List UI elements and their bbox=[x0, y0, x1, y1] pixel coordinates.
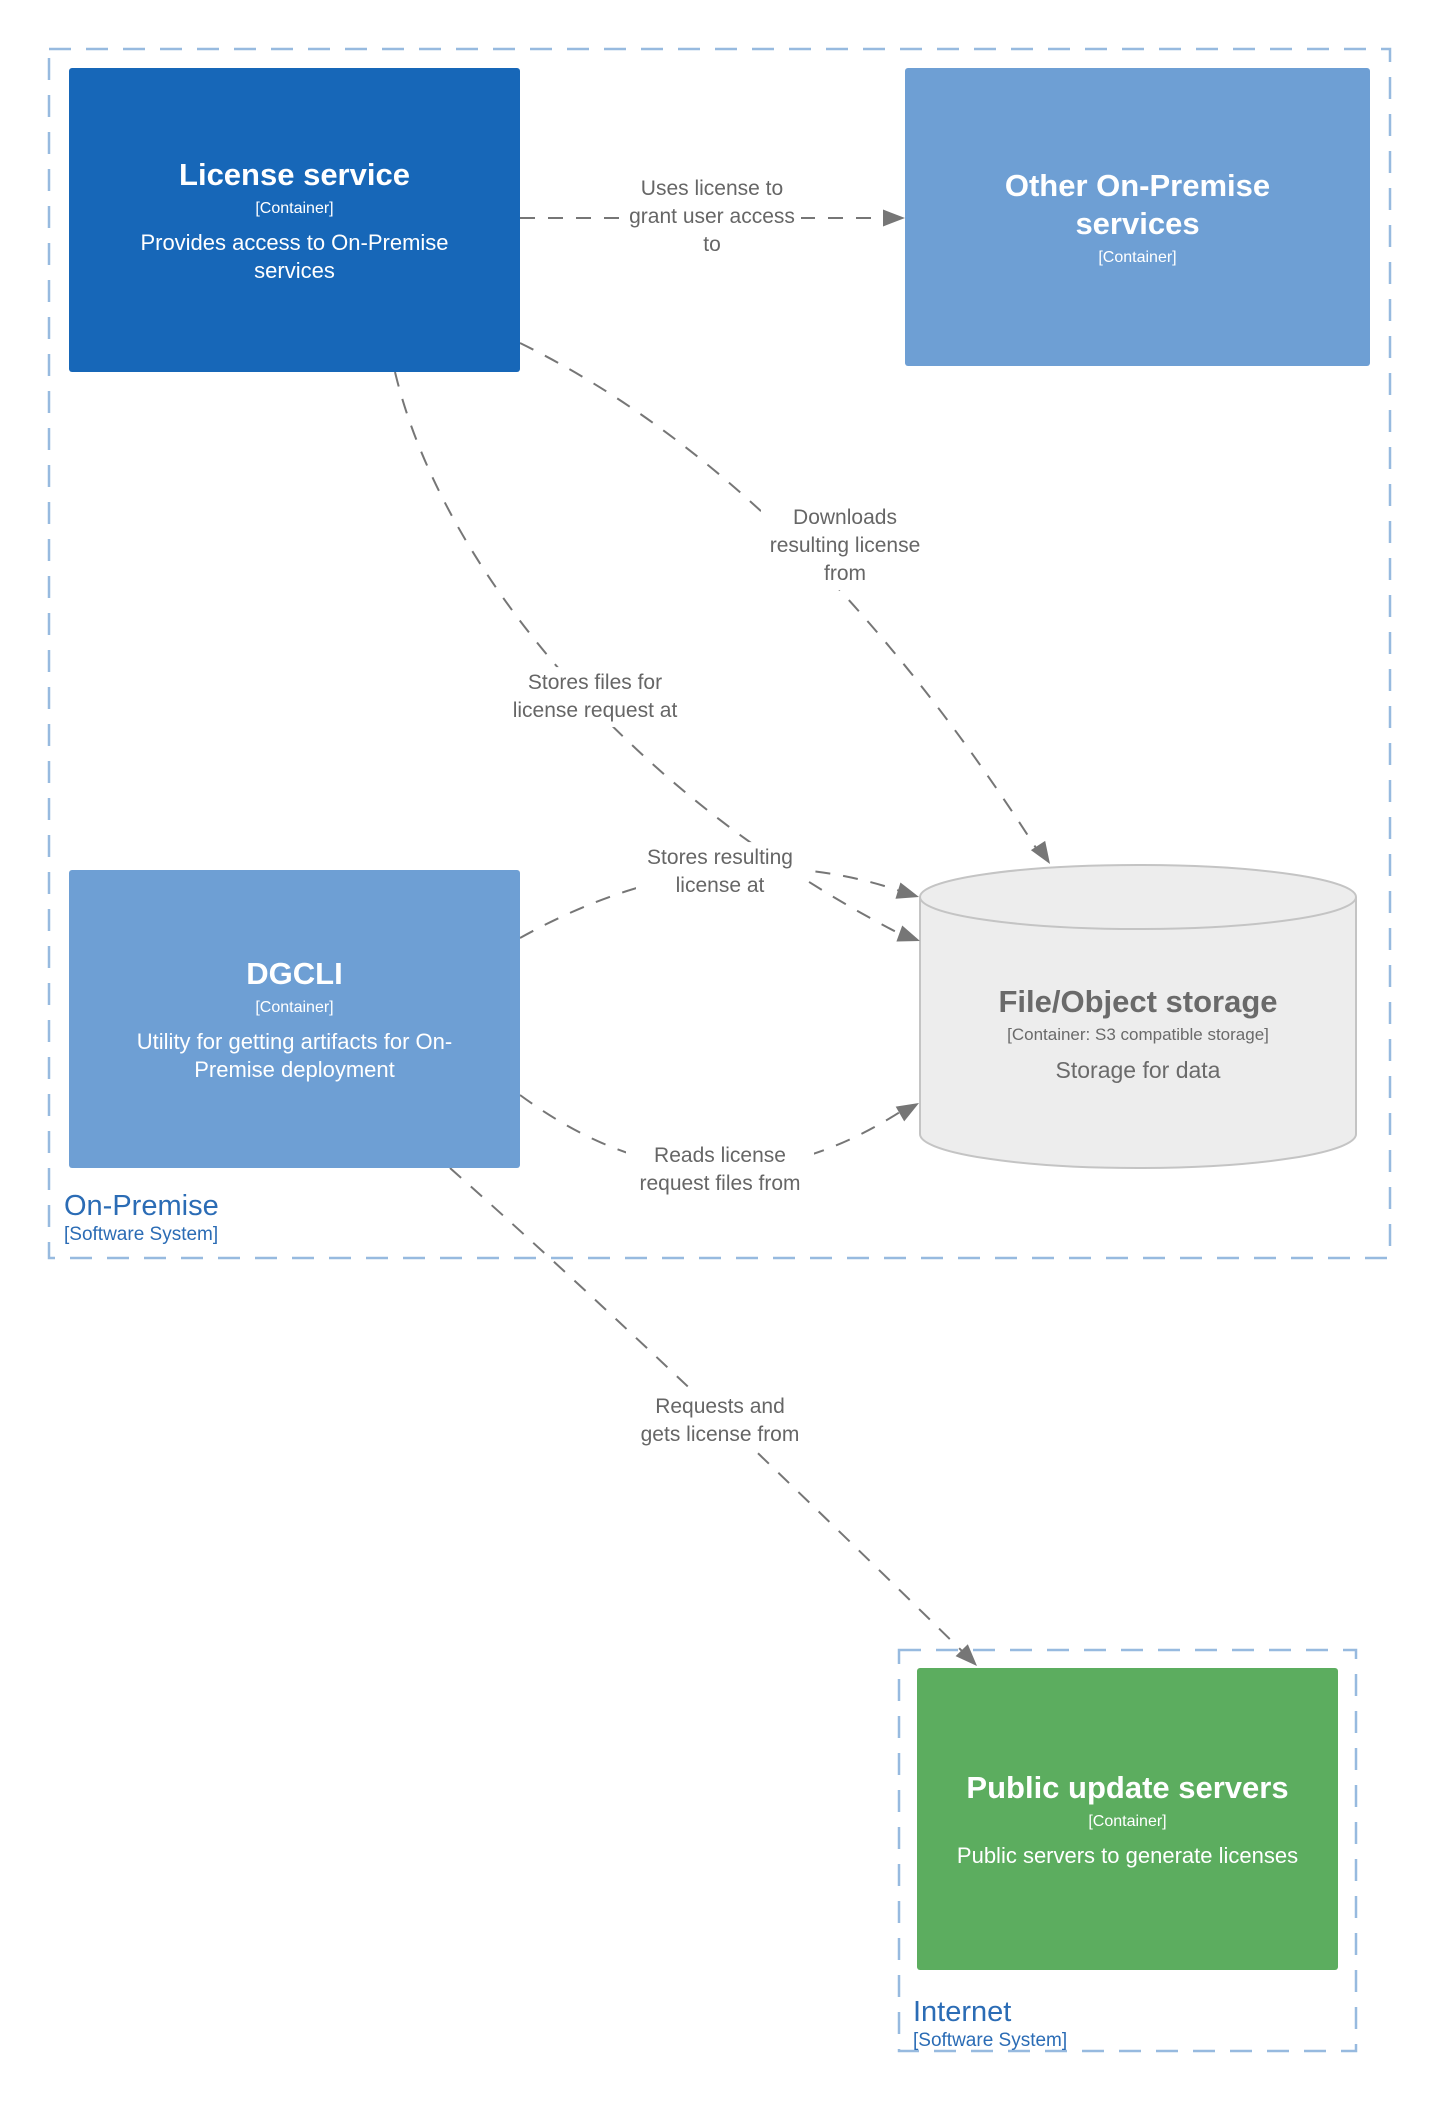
node-type-label: [Container: S3 compatible storage] bbox=[1007, 1025, 1269, 1045]
node-type-label: [Container] bbox=[1098, 248, 1177, 266]
node-title: Public update servers bbox=[966, 1769, 1289, 1805]
database-cylinder-top bbox=[919, 864, 1357, 930]
boundary-type: [Software System] bbox=[64, 1224, 219, 1246]
database-cylinder-body bbox=[919, 897, 1357, 1169]
node-description: Utility for getting artifacts for On-Pre… bbox=[136, 1029, 453, 1082]
node-title: Other On-Premise services bbox=[1004, 168, 1271, 241]
node-description: Public servers to generate licenses bbox=[956, 1842, 1299, 1868]
arrowhead-stores-resulting-license bbox=[895, 882, 919, 899]
arrowhead-stores-request-files bbox=[896, 925, 920, 942]
node-title: License service bbox=[179, 157, 410, 192]
boundary-name: On-Premise bbox=[64, 1190, 219, 1222]
node-type-label: [Container] bbox=[255, 998, 334, 1016]
boundary-internet bbox=[897, 1648, 1358, 2053]
boundary-label-internet: Internet [Software System] bbox=[913, 1996, 1067, 2054]
relationship-line-downloads-license bbox=[519, 342, 1037, 849]
relationship-label-stores-resulting-license: Stores resulting license at bbox=[636, 842, 804, 902]
node-title: File/Object storage bbox=[998, 984, 1278, 1019]
node-type-label: [Container] bbox=[1088, 1812, 1167, 1830]
node-other-on-premise-services: Other On-Premise services [Container] bbox=[905, 68, 1370, 366]
relationship-label-uses-license: Uses license to grant user access to bbox=[623, 173, 801, 261]
relationship-label-stores-request-files: Stores files for license request at bbox=[501, 667, 689, 727]
arrowhead-reads-request-files bbox=[895, 1103, 919, 1122]
boundary-name: Internet bbox=[913, 1996, 1012, 2028]
node-description: Storage for data bbox=[1055, 1056, 1221, 1083]
relationship-line-requests-license bbox=[449, 1167, 964, 1653]
boundary-type: [Software System] bbox=[913, 2030, 1068, 2052]
relationship-label-reads-request-files: Reads license request files from bbox=[626, 1140, 814, 1200]
relationship-label-downloads-license: Downloads resulting license from bbox=[761, 502, 929, 590]
node-dgcli: DGCLI [Container] Utility for getting ar… bbox=[69, 870, 520, 1168]
node-public-update-servers: Public update servers [Container] Public… bbox=[917, 1668, 1338, 1970]
boundary-label-on-premise: On-Premise [Software System] bbox=[64, 1190, 219, 1248]
boundary-on-premise bbox=[47, 47, 1392, 1260]
arrowhead-uses-license bbox=[883, 209, 905, 227]
node-description: Provides access to On-Premise services bbox=[140, 230, 449, 283]
relationship-label-requests-license: Requests and gets license from bbox=[631, 1391, 809, 1451]
arrowhead-downloads-license bbox=[1030, 840, 1050, 864]
arrowhead-requests-license bbox=[955, 1644, 977, 1666]
node-title: DGCLI bbox=[246, 956, 343, 991]
node-license-service: License service [Container] Provides acc… bbox=[69, 68, 520, 372]
node-type-label: [Container] bbox=[255, 199, 334, 217]
node-file-object-storage: File/Object storage [Container: S3 compa… bbox=[920, 983, 1356, 1084]
